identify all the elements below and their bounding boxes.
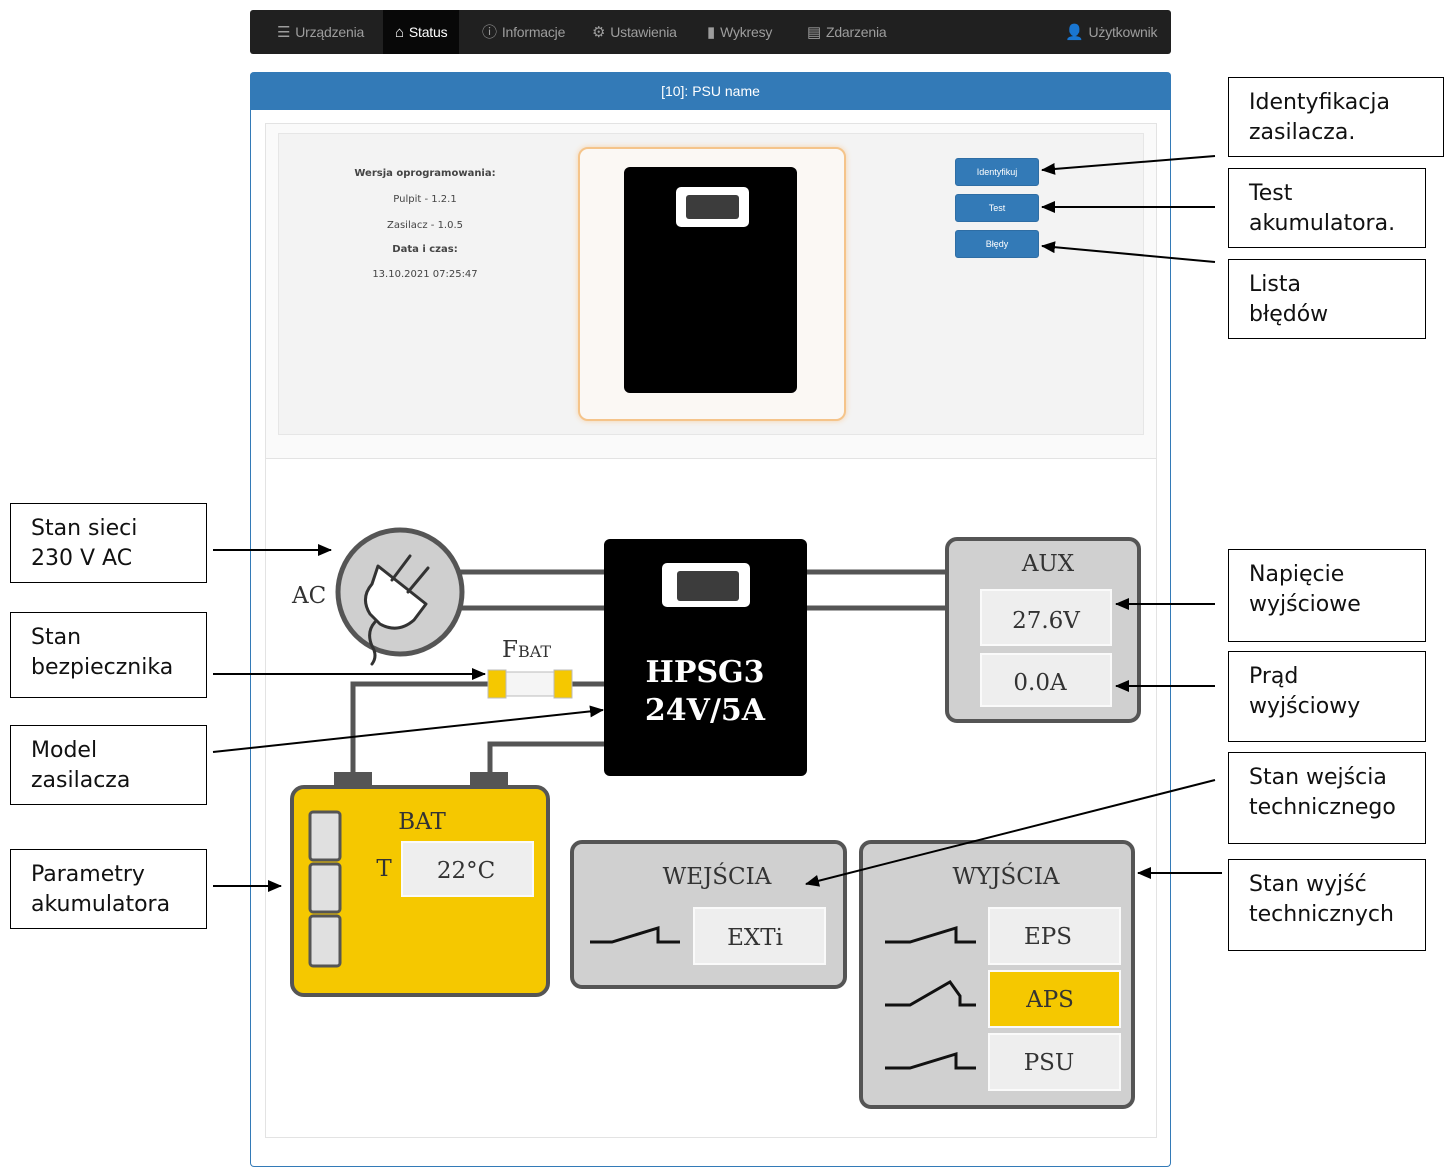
firmware-heading: Wersja oprogramowania:: [354, 168, 496, 179]
inputs-label: WEJŚCIA: [663, 863, 772, 890]
annotation-arrows: [212, 155, 1222, 892]
outputs-label: WYJŚCIA: [952, 863, 1059, 890]
home-icon: ⌂: [395, 23, 404, 41]
nav-item-label: Urządzenia: [295, 24, 365, 40]
psu-model-line1: HPSG3: [645, 655, 764, 690]
switch-icon: [590, 925, 680, 944]
document-icon: ▤: [807, 23, 821, 41]
aux-label: AUX: [1021, 551, 1075, 577]
output-aps: APS: [1025, 987, 1074, 1013]
nav-item-label: Zdarzenia: [825, 24, 887, 40]
callout-identify: Identyfikacja zasilacza.: [1228, 77, 1444, 157]
ac-label: AC: [291, 583, 326, 609]
psu-version: Zasilacz - 1.0.5: [386, 220, 464, 231]
switch-icon: [885, 925, 976, 944]
battery-test-button[interactable]: Test: [955, 194, 1039, 222]
fuse-label: FBAT: [502, 637, 551, 663]
battery-temp: 22°C: [437, 858, 495, 884]
input-exti: EXTi: [727, 925, 783, 951]
callout-model: Model zasilacza: [10, 725, 207, 805]
plug-icon: [364, 554, 430, 666]
nav-item-label: Użytkownik: [1088, 24, 1158, 40]
nav-item-zdarzenia[interactable]: ▤ Zdarzenia: [802, 10, 891, 54]
callout-battery-params: Parametry akumulatora: [10, 849, 207, 929]
callout-mains: Stan sieci 230 V AC: [10, 503, 207, 583]
datetime-value: 13.10.2021 07:25:47: [372, 269, 478, 280]
aux-box: [945, 537, 1141, 723]
nav-item-wykresy[interactable]: ▮ Wykresy: [702, 10, 777, 54]
psu-model-line2: 24V/5A: [645, 693, 766, 728]
nav-item-user[interactable]: 👤 Użytkownik: [1060, 10, 1162, 54]
list-icon: ☰: [277, 23, 291, 41]
panel-version: Pulpit - 1.2.1: [393, 194, 457, 205]
inputs-box: [570, 840, 847, 989]
errors-button[interactable]: Błędy: [955, 230, 1039, 258]
output-psu: PSU: [1024, 1050, 1075, 1076]
callout-error-list: Lista błędów: [1228, 259, 1426, 339]
nav-item-status[interactable]: ⌂ Status: [383, 10, 460, 54]
nav-item-informacje[interactable]: ⓘ Informacje: [477, 10, 570, 54]
switch-icon: [885, 980, 976, 1007]
nav-item-label: Ustawienia: [610, 24, 677, 40]
callout-fuse: Stan bezpiecznika: [10, 612, 207, 698]
device-display-inner: [686, 195, 739, 219]
nav-item-label: Status: [408, 24, 448, 40]
top-navbar: ☰ Urządzenia ⌂ Status ⓘ Informacje ⚙ Ust…: [250, 10, 1171, 54]
nav-item-ustawienia[interactable]: ⚙ Ustawienia: [587, 10, 682, 54]
datetime-heading: Data i czas:: [392, 244, 458, 255]
output-eps: EPS: [1024, 924, 1072, 950]
outputs-box: [859, 840, 1135, 1109]
callout-output-voltage: Napięcie wyjściowe: [1228, 549, 1426, 642]
gear-icon: ⚙: [592, 23, 606, 41]
callout-tech-outputs: Stan wyjść technicznych: [1228, 859, 1426, 951]
switch-icon: [885, 1051, 976, 1070]
info-icon: ⓘ: [482, 23, 497, 41]
ac-mains-indicator: [335, 527, 465, 666]
identify-button[interactable]: Identyfikuj: [955, 158, 1039, 186]
nav-item-label: Wykresy: [720, 24, 773, 40]
nav-item-label: Informacje: [501, 24, 566, 40]
bar-chart-icon: ▮: [707, 23, 716, 41]
aux-current: 0.0A: [1013, 670, 1067, 696]
battery-label: BAT: [398, 809, 446, 835]
battery-temp-label: T: [376, 856, 392, 882]
psu-unit: [604, 539, 807, 776]
aux-voltage: 27.6V: [1012, 608, 1080, 634]
wires: [350, 569, 948, 772]
callout-battery-test: Test akumulatora.: [1228, 168, 1426, 248]
user-icon: 👤: [1065, 23, 1084, 41]
battery-box: [290, 772, 550, 997]
panel-title: [10]: PSU name: [250, 72, 1171, 110]
callout-output-current: Prąd wyjściowy: [1228, 651, 1426, 742]
nav-item-urzadzenia[interactable]: ☰ Urządzenia: [272, 10, 369, 54]
callout-tech-input: Stan wejścia technicznego: [1228, 752, 1426, 844]
battery-fuse: [487, 669, 573, 699]
